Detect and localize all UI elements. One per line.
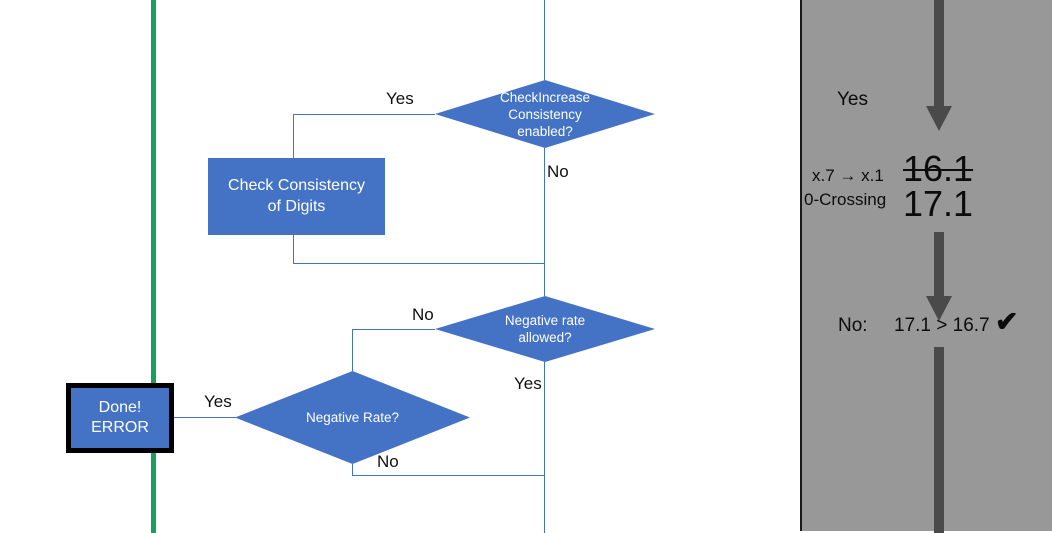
- edge-label-negative-rate-yes: Yes: [204, 392, 232, 411]
- connector-digits-out-horizontal: [293, 263, 545, 264]
- connector-trunk-top: [544, 0, 545, 80]
- flow-shaft-bottom: [921, 347, 957, 533]
- connector-digits-out-vertical: [293, 235, 294, 263]
- process-line-2: of Digits: [267, 197, 326, 215]
- decision-check-increase-consistency[interactable]: CheckIncrease Consistency enabled?: [435, 80, 655, 148]
- diamond-shape: [435, 80, 655, 148]
- flow-arrow-top: [921, 0, 957, 132]
- terminator-done-error[interactable]: Done! ERROR: [66, 383, 174, 453]
- arrow-shaft-icon: [934, 347, 944, 533]
- connector-negallowed-yes: [544, 362, 545, 475]
- flow-arrow-middle: [921, 232, 957, 322]
- panel-comparison: 17.1 > 16.7: [894, 315, 990, 336]
- panel-yes-label: Yes: [837, 89, 868, 110]
- terminator-line-2: ERROR: [91, 419, 149, 436]
- arrow-down-icon: [926, 0, 952, 131]
- connector-checkincrease-no: [544, 148, 545, 263]
- panel-value-struck: 16.1: [903, 148, 974, 189]
- connector-negrate-yes: [174, 417, 236, 418]
- connector-yes-to-digits-horizontal: [293, 114, 435, 115]
- panel-no-label: No:: [838, 315, 868, 336]
- decision-negative-rate[interactable]: Negative Rate?: [235, 371, 470, 464]
- edge-label-check-increase-yes: Yes: [386, 89, 414, 108]
- process-check-consistency-of-digits[interactable]: Check Consistency of Digits: [208, 158, 385, 235]
- panel-value-current: 17.1: [903, 183, 974, 224]
- connector-trunk-bottom: [544, 475, 545, 533]
- annotation-panel: Yes x.7 → x.1 0-Crossing 16.1 17.1 No: 1…: [800, 0, 1052, 533]
- process-line-1: Check Consistency: [228, 177, 365, 195]
- connector-negrate-no-vertical: [352, 464, 353, 475]
- edge-label-negative-rate-no: No: [377, 452, 399, 471]
- connector-yes-to-digits-vertical: [293, 114, 294, 158]
- connector-negallowed-no-horizontal: [352, 329, 435, 330]
- terminator-line-1: Done!: [98, 398, 142, 416]
- diamond-shape: [235, 371, 470, 464]
- connector-negallowed-no-vertical: [352, 329, 353, 371]
- connector-negrate-no-horizontal: [352, 475, 545, 476]
- panel-caption-line-2: 0-Crossing: [804, 190, 887, 209]
- check-mark-icon: ✔: [995, 306, 1019, 337]
- edge-label-negative-allowed-yes: Yes: [514, 374, 542, 393]
- green-divider: [151, 0, 156, 533]
- panel-caption-line-1: x.7 → x.1: [812, 166, 884, 185]
- connector-trunk-to-negrate-allowed: [544, 263, 545, 296]
- edge-label-negative-allowed-no: No: [412, 305, 434, 324]
- decision-negative-rate-allowed[interactable]: Negative rate allowed?: [435, 296, 655, 362]
- arrow-down-icon: [926, 232, 952, 321]
- edge-label-check-increase-no: No: [547, 162, 569, 181]
- diamond-shape: [435, 296, 655, 362]
